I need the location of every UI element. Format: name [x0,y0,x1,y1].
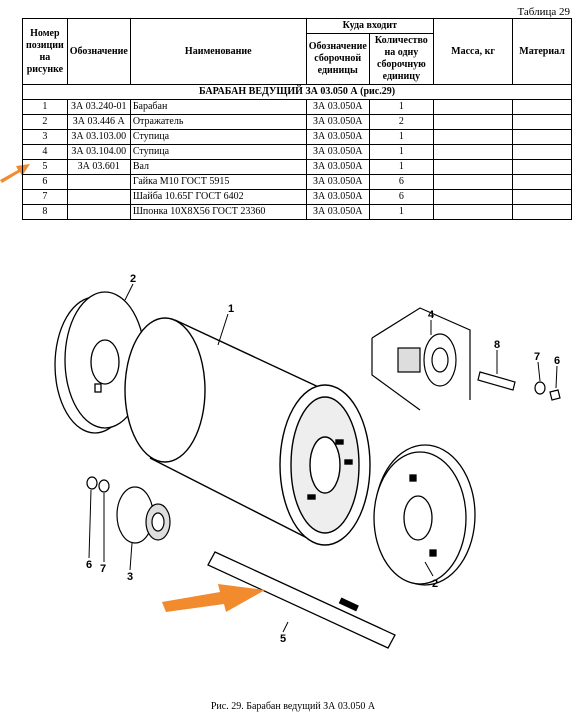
cell-code: ЗА 03.103.00 [66,129,131,145]
orange-arrow-icon [162,584,265,612]
cell-material [512,129,572,145]
cell-code [66,174,131,190]
cell-mass [432,204,514,220]
cell-code [66,204,131,220]
cell-pos: 2 [22,114,68,130]
cell-qty: 1 [368,159,434,175]
callout-1: 1 [228,303,234,315]
cell-code [66,189,131,205]
cell-mass [432,189,514,205]
nut-washer-right [534,381,561,401]
key [477,371,516,391]
cell-assy: ЗА 03.050А [305,159,370,175]
callout-6-left: 6 [86,559,92,571]
figure-caption: Рис. 29. Барабан ведущий ЗА 03.050 А [210,701,376,712]
cell-code: ЗА 03.104.00 [66,144,131,160]
cell-mass [432,144,514,160]
cell-code: ЗА 03.601 [66,159,131,175]
header-material: Материал [512,18,572,85]
cell-assy: ЗА 03.050А [305,129,370,145]
cell-qty: 1 [368,204,434,220]
header-where-qty: Количество на одну сборочную единицу [368,33,434,85]
cell-qty: 1 [368,129,434,145]
cell-pos: 8 [22,204,68,220]
cell-name: Ступица [129,129,307,145]
hub-right [371,307,471,411]
cell-assy: ЗА 03.050А [305,189,370,205]
cell-mass [432,114,514,130]
callout-4: 4 [428,309,435,321]
cell-material [512,189,572,205]
cell-mass [432,174,514,190]
cell-code: ЗА 03.240-01 [66,99,131,115]
callout-6-right: 6 [554,355,560,367]
cell-qty: 1 [368,144,434,160]
cell-pos: 6 [22,174,68,190]
exploded-view-drawing: 1 2 2 3 4 5 6 6 7 7 8 [54,273,561,649]
cell-name: Гайка М10 ГОСТ 5915 [129,174,307,190]
callout-2-right: 2 [432,578,438,590]
cell-code: ЗА 03.446 А [66,114,131,130]
cell-qty: 2 [368,114,434,130]
cell-pos: 5 [22,159,68,175]
parts-table: Номер позиции на рисунке Обозначение Наи… [22,18,572,220]
cell-material [512,174,572,190]
header-where: Куда входит [305,18,434,34]
header-name: Наименование [129,18,307,85]
header-mass: Масса, кг [432,18,514,85]
cell-mass [432,99,514,115]
cell-assy: ЗА 03.050А [305,204,370,220]
cell-qty: 6 [368,174,434,190]
cell-assy: ЗА 03.050А [305,114,370,130]
cell-qty: 6 [368,189,434,205]
callout-7-left: 7 [100,563,106,575]
callout-7-right: 7 [534,351,540,363]
cell-pos: 7 [22,189,68,205]
callout-3: 3 [127,571,133,583]
cell-material [512,159,572,175]
cell-mass [432,159,514,175]
cell-assy: ЗА 03.050А [305,144,370,160]
cell-material [512,204,572,220]
cell-assy: ЗА 03.050А [305,99,370,115]
nut-washer-left [86,476,110,493]
cell-name: Ступица [129,144,307,160]
cell-assy: ЗА 03.050А [305,174,370,190]
callout-8: 8 [494,339,500,351]
cell-name: Отражатель [129,114,307,130]
callout-2-left: 2 [130,273,136,285]
cell-pos: 3 [22,129,68,145]
cell-name: Барабан [129,99,307,115]
shaft [207,551,396,649]
drum [124,317,371,546]
table-caption: Таблица 29 [517,6,570,18]
header-code: Обозначение [66,18,131,85]
cell-pos: 1 [22,99,68,115]
cell-qty: 1 [368,99,434,115]
cell-name: Вал [129,159,307,175]
cell-pos: 4 [22,144,68,160]
reflector-right [373,444,476,586]
callout-5: 5 [280,633,286,645]
header-pos: Номер позиции на рисунке [22,18,68,85]
cell-mass [432,129,514,145]
hub-left [116,486,171,544]
cell-material [512,99,572,115]
section-title: БАРАБАН ВЕДУЩИЙ ЗА 03.050 А (рис.29) [22,84,572,100]
cell-name: Шайба 10.65Г ГОСТ 6402 [129,189,307,205]
cell-material [512,114,572,130]
header-where-code: Обозначение сборочной единицы [305,33,370,85]
cell-material [512,144,572,160]
cell-name: Шпонка 10Х8Х56 ГОСТ 23360 [129,204,307,220]
